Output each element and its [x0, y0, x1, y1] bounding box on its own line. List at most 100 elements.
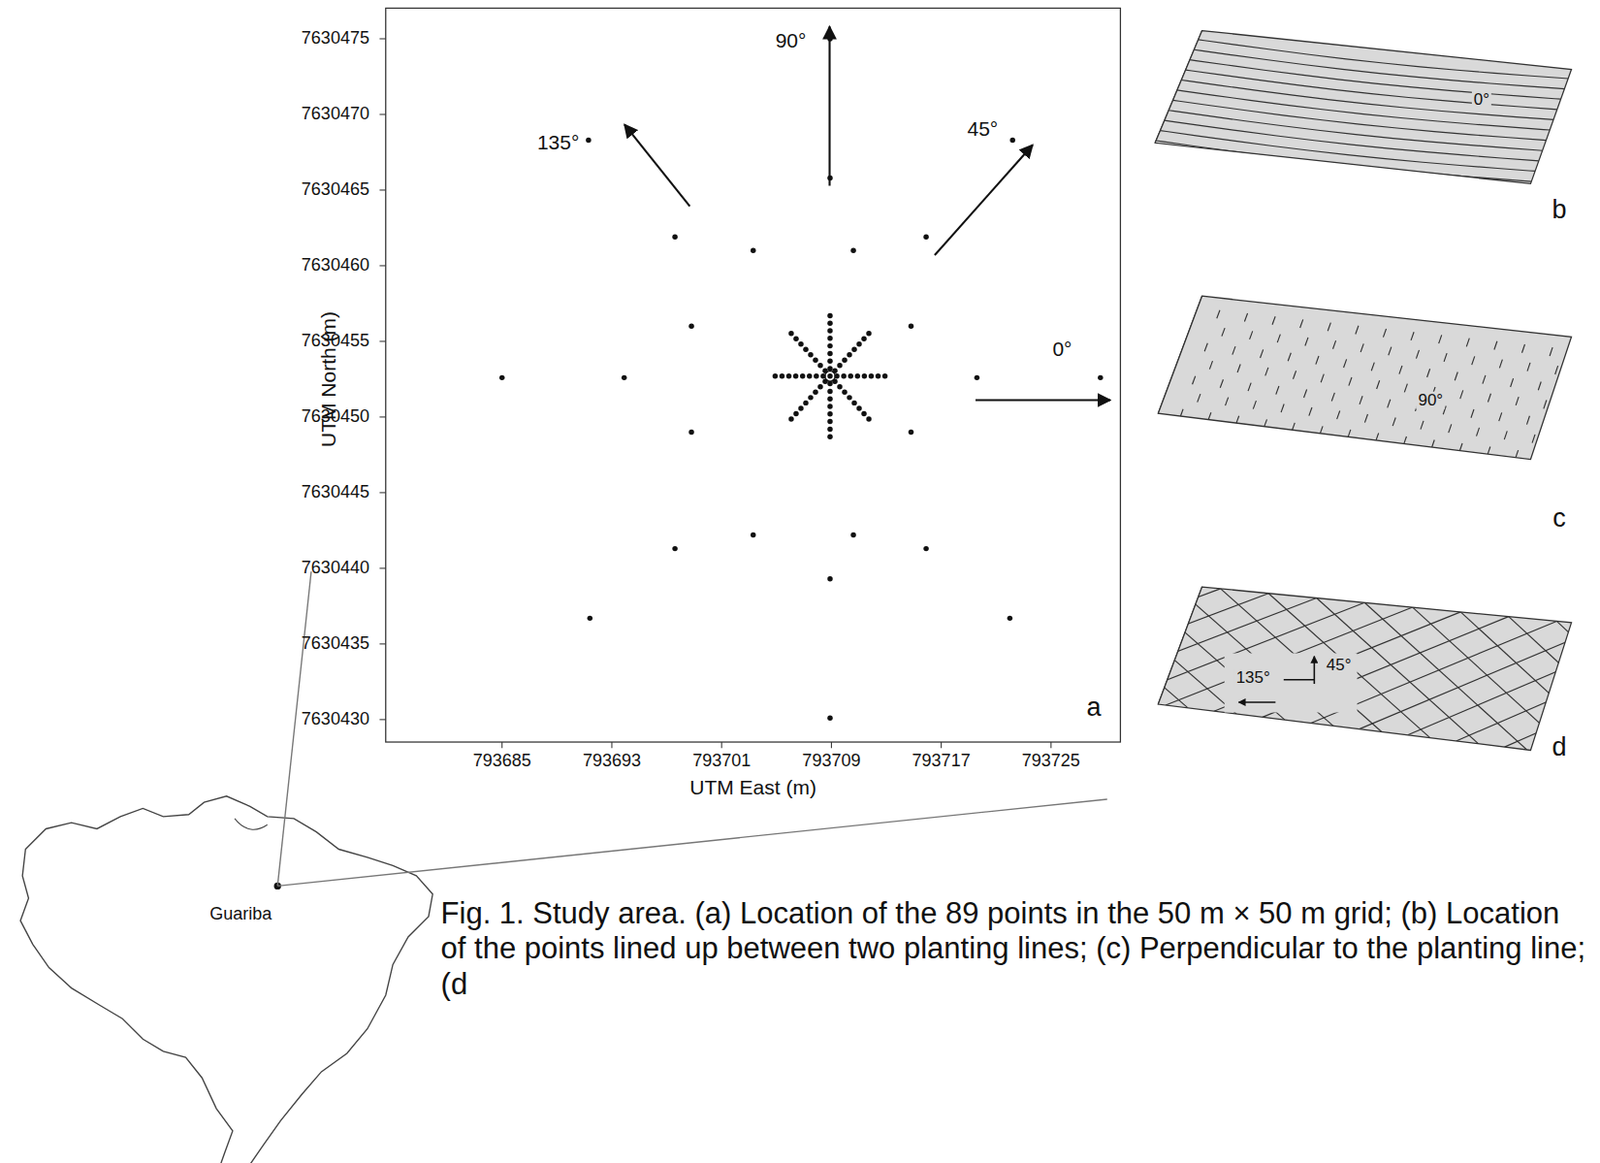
planting-dash: [1515, 396, 1519, 406]
direction-arrow: [828, 26, 831, 186]
planting-dash: [1305, 337, 1309, 347]
tick-mark: [831, 741, 832, 748]
country-outline: [20, 796, 433, 1163]
planting-dash: [1348, 377, 1352, 386]
planting-dash: [1265, 367, 1269, 377]
planting-dash: [1277, 334, 1280, 344]
sample-point: [856, 341, 862, 347]
sample-point: [865, 330, 871, 336]
sample-point: [806, 373, 812, 379]
angle-label: 0°: [1472, 91, 1492, 110]
planting-dash: [1555, 365, 1559, 375]
angle-label: 135°: [537, 131, 579, 155]
sample-point: [841, 389, 847, 395]
planting-line: [1408, 630, 1600, 736]
direction-arrow: [624, 124, 690, 206]
sample-point: [827, 418, 832, 424]
planting-dash: [1439, 334, 1442, 344]
planting-dash: [1482, 375, 1486, 384]
planting-dash: [1337, 411, 1341, 420]
angle-label: 90°: [775, 30, 807, 53]
sample-point: [817, 384, 823, 389]
sample-point: [827, 576, 832, 581]
planting-dash: [1319, 425, 1323, 435]
planting-dash: [1487, 447, 1491, 456]
planting-dash: [1347, 429, 1351, 439]
sample-point: [868, 373, 874, 379]
sample-point: [1009, 137, 1015, 143]
tick-mark: [379, 189, 385, 191]
tick-mark: [721, 741, 723, 748]
planting-line: [778, 570, 1029, 658]
tick-mark: [379, 113, 385, 115]
sample-point: [798, 405, 803, 411]
axis-tick-label: 793709: [801, 751, 861, 771]
sample-point: [827, 313, 832, 319]
panel-letter: b: [1551, 195, 1567, 225]
planting-dash: [1388, 347, 1392, 356]
planting-dash: [1232, 346, 1236, 355]
planting-dash: [1471, 409, 1474, 418]
planting-line: [1316, 597, 1479, 743]
sample-point: [908, 323, 914, 329]
planting-line: [980, 565, 1140, 703]
sample-point: [846, 394, 852, 400]
planting-dash: [1448, 423, 1452, 433]
planting-line: [1185, 69, 1558, 110]
axis-tick-label: 793725: [1022, 751, 1081, 771]
angle-label: 45°: [966, 117, 998, 140]
planting-dash: [1532, 434, 1536, 444]
sample-point: [798, 341, 803, 347]
planting-line: [1456, 635, 1600, 741]
planting-dash: [1225, 397, 1229, 407]
sample-point: [827, 411, 832, 416]
planting-dash: [1371, 362, 1375, 372]
planting-line: [730, 565, 981, 652]
planting-dash: [1360, 343, 1364, 352]
planting-line: [1412, 607, 1576, 756]
slope-top: [1157, 295, 1571, 459]
planting-dash: [1252, 400, 1256, 410]
sample-point: [807, 352, 813, 357]
planting-line: [1359, 625, 1600, 729]
planting-dash: [1237, 363, 1241, 373]
sample-point: [827, 320, 832, 325]
tick-mark: [379, 642, 385, 644]
sample-point: [836, 384, 842, 389]
planting-dash: [1327, 322, 1331, 332]
tick-mark: [379, 567, 385, 569]
sample-point: [817, 362, 823, 368]
planting-dash: [1460, 389, 1464, 399]
planting-dash: [1420, 420, 1424, 430]
sample-point: [1097, 375, 1103, 381]
sample-point: [1007, 615, 1013, 621]
angle-label: 0°: [1052, 337, 1072, 360]
planting-dash: [1248, 383, 1251, 392]
planting-dash: [1404, 384, 1408, 393]
sample-point: [793, 373, 799, 379]
sample-point: [802, 400, 808, 406]
sample-point: [793, 335, 799, 341]
planting-dash: [1304, 388, 1308, 398]
axis-tick-label: 7630475: [301, 29, 370, 49]
planting-dash: [1522, 344, 1526, 353]
planting-line: [1160, 130, 1536, 172]
planting-dash: [1364, 414, 1368, 423]
planting-dash: [1309, 407, 1312, 416]
sample-point: [851, 347, 857, 352]
planting-dash: [1543, 399, 1547, 409]
panel-letter: d: [1551, 733, 1567, 763]
sample-point: [923, 234, 928, 240]
place-name: Guariba: [209, 904, 272, 925]
sample-point: [827, 327, 832, 333]
planting-dash: [1208, 412, 1212, 421]
tick-mark: [379, 416, 385, 417]
planting-dash: [1443, 352, 1447, 362]
axis-tick-label: 7630445: [301, 482, 370, 503]
axis-tick-label: 7630460: [301, 256, 370, 276]
axis-title: UTM East (m): [689, 776, 817, 800]
sample-point: [621, 375, 627, 381]
planting-line: [971, 588, 1220, 681]
sample-point: [827, 357, 832, 363]
planting-dash: [1236, 416, 1240, 425]
